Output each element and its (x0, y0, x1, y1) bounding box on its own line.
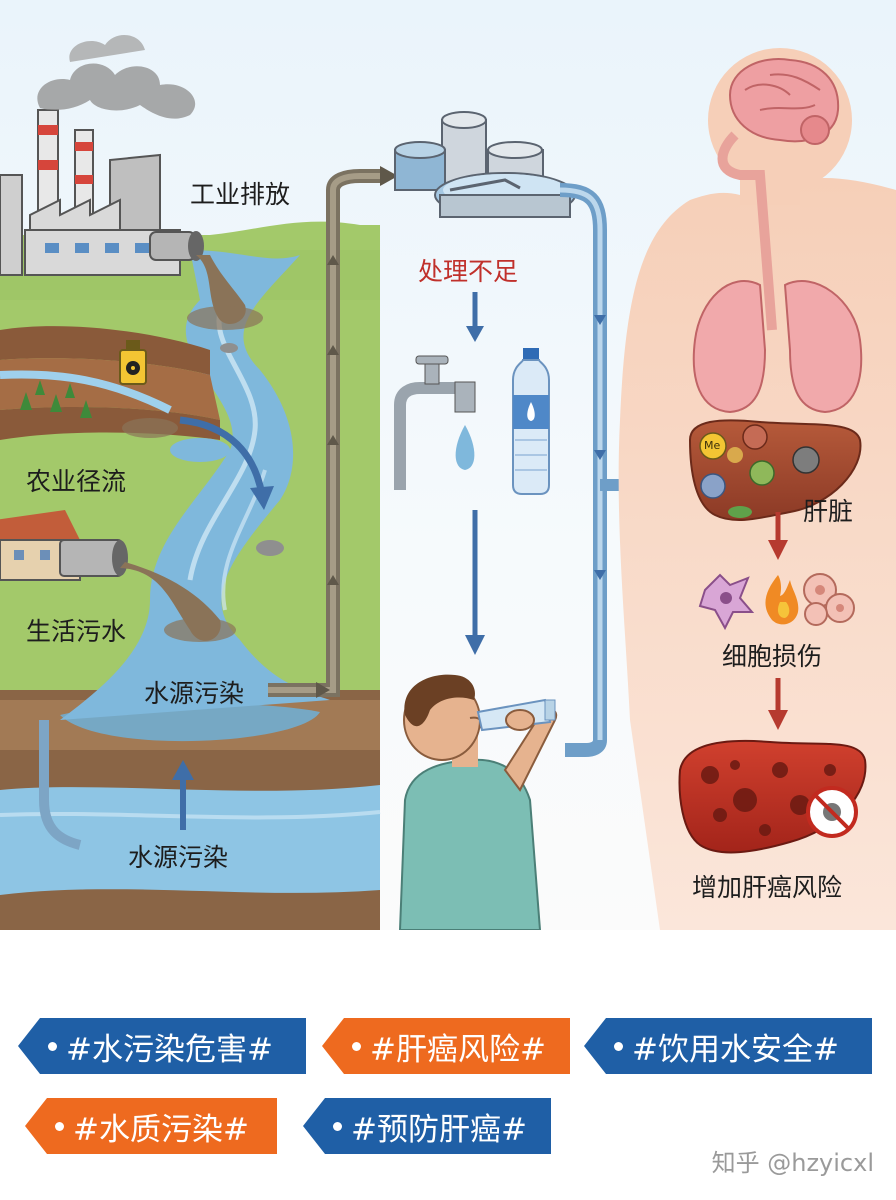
label-cancer-risk: 增加肝癌风险 (692, 873, 843, 902)
farm (0, 326, 274, 510)
tag-water-quality-pollution[interactable]: #水质污染# (25, 1098, 277, 1154)
water-bottle (512, 348, 550, 495)
tag-bullet (333, 1122, 342, 1131)
tag-drinking-water-safety[interactable]: #饮用水安全# (584, 1018, 872, 1074)
factory (0, 34, 263, 330)
label-water-pollution-surface: 水源污染 (144, 679, 245, 708)
fire-icon (765, 575, 799, 625)
tag-liver-cancer-risk[interactable]: #肝癌风险# (322, 1018, 570, 1074)
tag-bullet (55, 1122, 64, 1131)
label-domestic: 生活污水 (26, 617, 127, 646)
human-body (618, 48, 896, 930)
tag-water-pollution-harm[interactable]: #水污染危害# (18, 1018, 306, 1074)
tag-bullet (352, 1042, 361, 1051)
label-agricultural: 农业径流 (26, 467, 127, 496)
label-cell-damage: 细胞损伤 (722, 642, 823, 671)
watermark: 知乎 @hzyicxl (711, 1149, 874, 1177)
tag-label: #水质污染# (73, 1111, 249, 1148)
tag-bullet (48, 1042, 57, 1051)
scene-graphics (0, 34, 896, 930)
faucet (394, 355, 476, 490)
liver (688, 419, 862, 521)
damaged-cells (698, 573, 855, 631)
label-insufficient-treatment: 处理不足 (418, 257, 519, 286)
tag-label: #水污染危害# (66, 1031, 273, 1068)
drinking-man (398, 674, 558, 930)
house (0, 510, 236, 642)
tag-label: #预防肝癌# (351, 1111, 527, 1148)
tag-prevent-liver-cancer[interactable]: #预防肝癌# (303, 1098, 551, 1154)
label-industrial: 工业排放 (190, 180, 291, 209)
illustration-scene: Me 工业排放 农业径流 生活污水 水源污染 水源污染 处理不足 肝脏 细胞损伤… (0, 0, 896, 930)
label-liver: 肝脏 (803, 497, 854, 526)
supply-pipe (559, 183, 607, 757)
well-pipe (39, 720, 82, 850)
liver-marker-me: Me (704, 439, 721, 452)
tag-bullet (614, 1042, 623, 1051)
tag-label: #饮用水安全# (632, 1031, 839, 1068)
tag-label: #肝癌风险# (370, 1031, 546, 1068)
label-water-pollution-ground: 水源污染 (128, 843, 229, 872)
treatment-plant (394, 111, 576, 218)
